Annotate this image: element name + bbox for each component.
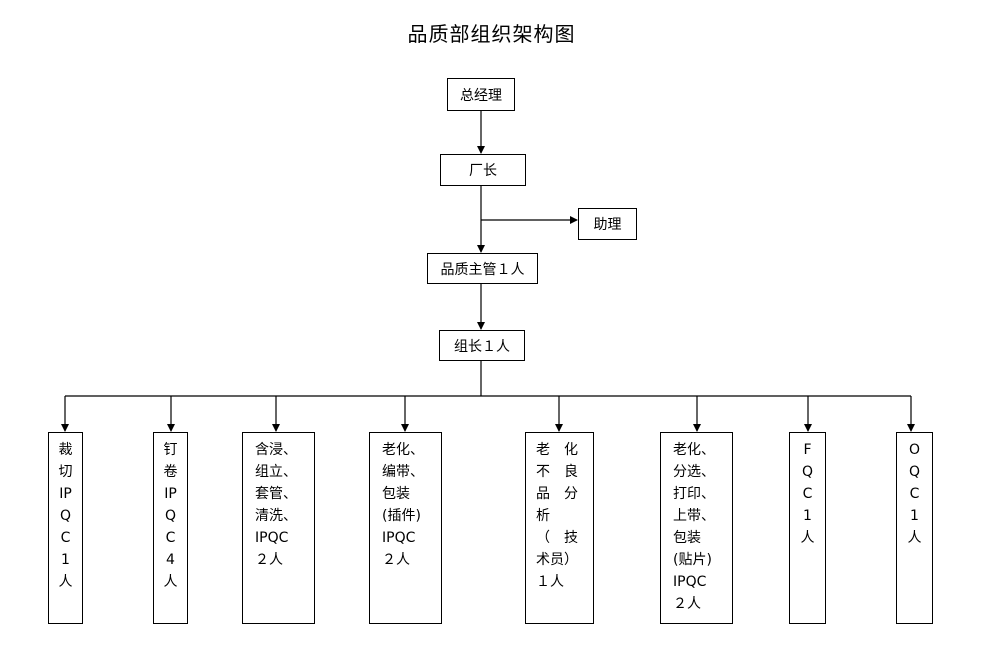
leaf-lines: 含浸、组立、套管、清洗、 IPQC ２人 [255,439,314,571]
leaf-text-line: F [803,442,812,458]
leaf-text-line: IPQC [673,574,707,590]
leaf-text-line: 品 分 [536,486,578,502]
leaf-text-line: 人 [907,530,922,546]
leaf-impregnation-ipqc: 含浸、组立、套管、清洗、 IPQC ２人 [242,432,315,624]
leaf-text-line: 组立、 [255,464,297,480]
leaf-text-line: 人 [163,574,178,590]
leaf-lines: 老 化不 良品 分析 （ 技术员） １人 [536,439,593,593]
node-assistant: 助理 [578,208,637,240]
leaf-text-line: Q [59,508,72,524]
leaf-text-line: 卷 [163,464,178,480]
node-general-manager: 总经理 [447,78,515,111]
leaf-text-line: 裁 [58,442,73,458]
chart-title: 品质部组织架构图 [407,22,576,46]
leaf-text-line: 老化、 [673,442,715,458]
leaf-aging-taping-ipqc: 老化、编带、包装 (插件) IPQC ２人 [369,432,442,624]
leaf-text-line: 4 [166,552,175,568]
leaf-lines: 老化、编带、包装 (插件) IPQC ２人 [382,439,441,571]
leaf-aging-smt-ipqc: 老化、分选、打印、上带、包装 (贴片) IPQC ２人 [660,432,733,624]
leaf-text-line: C [802,486,813,502]
leaf-text-line: (插件) [382,508,421,524]
leaf-text-line: 1 [61,552,70,568]
leaf-text-line: 术员） [536,552,578,568]
leaf-text-line: 编带、 [382,464,424,480]
leaf-text-line: 清洗、 [255,508,297,524]
leaf-text-line: O [908,442,921,458]
leaf-text-line: １人 [536,574,564,590]
leaf-text-line: 包装 [382,486,410,502]
leaf-text-line: IP [59,486,72,502]
leaf-text-line: IPQC [255,530,289,546]
leaf-text-line: 分选、 [673,464,715,480]
leaf-text-line: (贴片) [673,552,712,568]
leaf-text-line: IP [164,486,177,502]
leaf-text-line: Q [164,508,177,524]
leaf-text-line: Q [908,464,921,480]
leaf-text-line: 上带、 [673,508,715,524]
leaf-aging-defect-analysis: 老 化不 良品 分析 （ 技术员） １人 [525,432,594,624]
leaf-text-line: 含浸、 [255,442,297,458]
leaf-text-line: 套管、 [255,486,297,502]
leaf-text-line: 切 [58,464,73,480]
node-factory-manager: 厂长 [440,154,526,186]
leaf-text-line: 打印、 [673,486,715,502]
leaf-text-line: 析 [536,508,578,524]
leaf-text-line: ２人 [382,552,410,568]
leaf-lines: 老化、分选、打印、上带、包装 (贴片) IPQC ２人 [673,439,732,615]
leaf-text-line: 1 [910,508,919,524]
leaf-text-line: （ 技 [536,530,578,546]
node-qc-supervisor: 品质主管１人 [427,253,538,284]
leaf-text-line: IPQC [382,530,416,546]
leaf-text-line: C [165,530,176,546]
leaf-text-line: 钉 [163,442,178,458]
leaf-text-line: 人 [58,574,73,590]
leaf-text-line: ２人 [255,552,283,568]
leaf-text-line: 不 良 [536,464,578,480]
node-team-leader: 组长１人 [439,330,525,361]
leaf-text-line: 包装 [673,530,701,546]
leaf-text-line: 1 [803,508,812,524]
leaf-text-line: Q [801,464,814,480]
leaf-text-line: C [909,486,920,502]
leaf-text-line: ２人 [673,596,701,612]
leaf-text-line: 人 [800,530,815,546]
leaf-text-line: C [60,530,71,546]
leaf-text-line: 老 化 [536,442,578,458]
leaf-text-line: 老化、 [382,442,424,458]
